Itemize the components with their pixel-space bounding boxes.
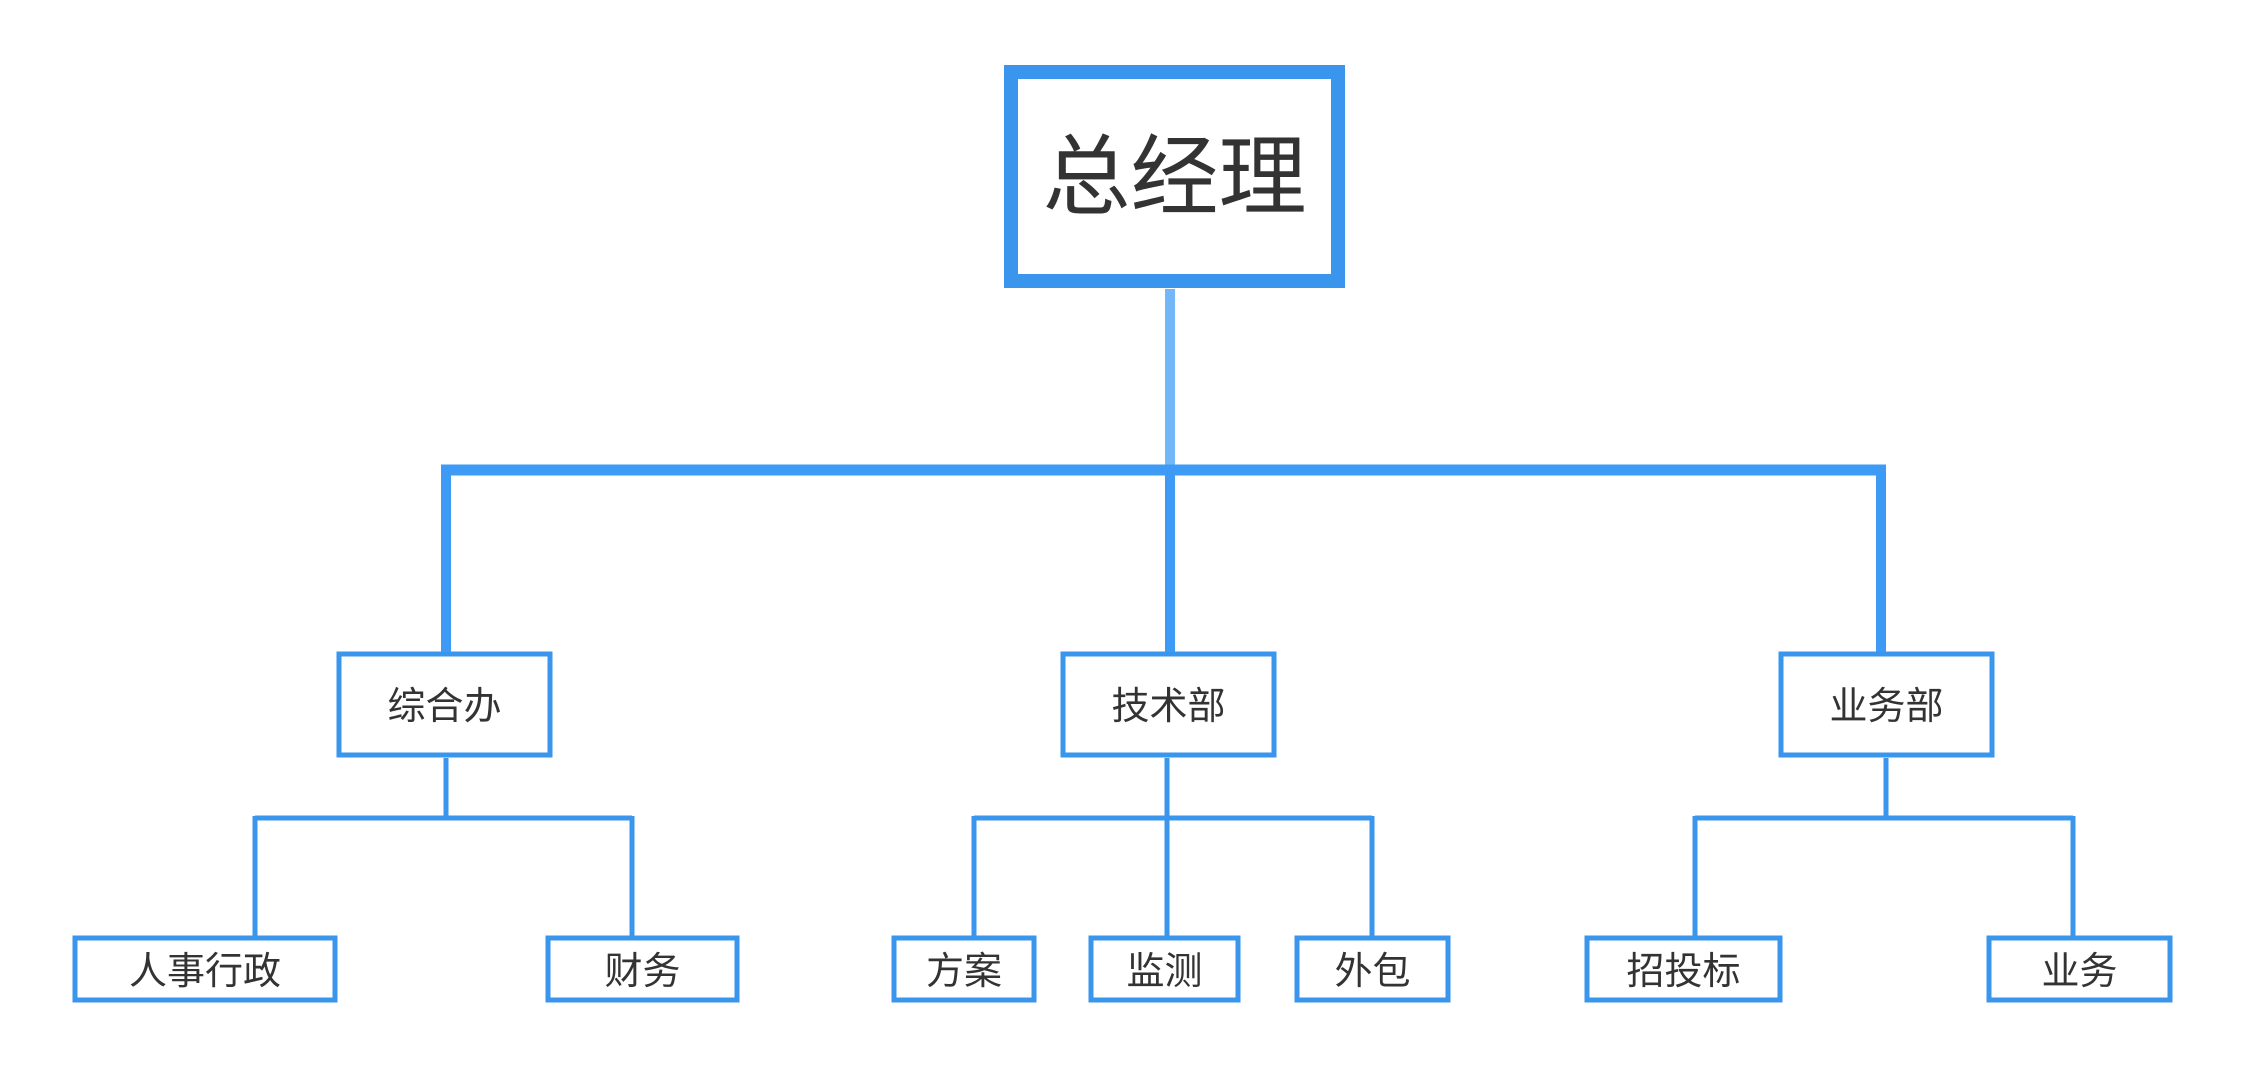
node-root-label: 总经理 bbox=[1042, 126, 1306, 229]
node-dept-zonghe-box bbox=[336, 651, 553, 758]
node-leaf-caiwu-label: 财务 bbox=[604, 949, 680, 993]
connectors bbox=[252, 289, 2076, 937]
node-leaf-renshixingzheng-box bbox=[72, 935, 338, 1003]
node-root-box bbox=[1004, 65, 1345, 288]
node-leaf-jiance: 监测 bbox=[1088, 935, 1241, 1003]
node-dept-jishu-box bbox=[1060, 651, 1277, 758]
node-dept-yewu-box bbox=[1778, 651, 1995, 758]
node-dept-jishu: 技术部 bbox=[1060, 651, 1277, 758]
node-leaf-caiwu-box bbox=[545, 935, 740, 1003]
node-leaf-renshixingzheng: 人事行政 bbox=[72, 935, 338, 1003]
node-dept-yewu-label: 业务部 bbox=[1829, 684, 1943, 728]
node-leaf-zhaotoubiao: 招投标 bbox=[1584, 935, 1783, 1003]
node-leaf-zhaotoubiao-label: 招投标 bbox=[1626, 949, 1740, 993]
node-dept-zonghe-label: 综合办 bbox=[387, 684, 501, 728]
node-dept-zonghe: 综合办 bbox=[336, 651, 553, 758]
node-leaf-fangan-box bbox=[891, 935, 1037, 1003]
node-leaf-yewu-label: 业务 bbox=[2041, 949, 2117, 993]
node-leaf-waibao: 外包 bbox=[1294, 935, 1451, 1003]
node-dept-yewu: 业务部 bbox=[1778, 651, 1995, 758]
node-leaf-jiance-label: 监测 bbox=[1126, 949, 1202, 993]
node-leaf-fangan: 方案 bbox=[891, 935, 1037, 1003]
node-leaf-renshixingzheng-label: 人事行政 bbox=[129, 949, 281, 993]
node-leaf-zhaotoubiao-box bbox=[1584, 935, 1783, 1003]
node-root: 总经理 bbox=[1004, 65, 1345, 288]
node-leaf-yewu: 业务 bbox=[1986, 935, 2173, 1003]
node-leaf-fangan-label: 方案 bbox=[926, 949, 1002, 993]
node-leaf-jiance-box bbox=[1088, 935, 1241, 1003]
node-leaf-yewu-box bbox=[1986, 935, 2173, 1003]
node-leaf-waibao-label: 外包 bbox=[1334, 949, 1410, 993]
node-leaf-waibao-box bbox=[1294, 935, 1451, 1003]
node-leaf-caiwu: 财务 bbox=[545, 935, 740, 1003]
node-dept-jishu-label: 技术部 bbox=[1111, 684, 1225, 728]
